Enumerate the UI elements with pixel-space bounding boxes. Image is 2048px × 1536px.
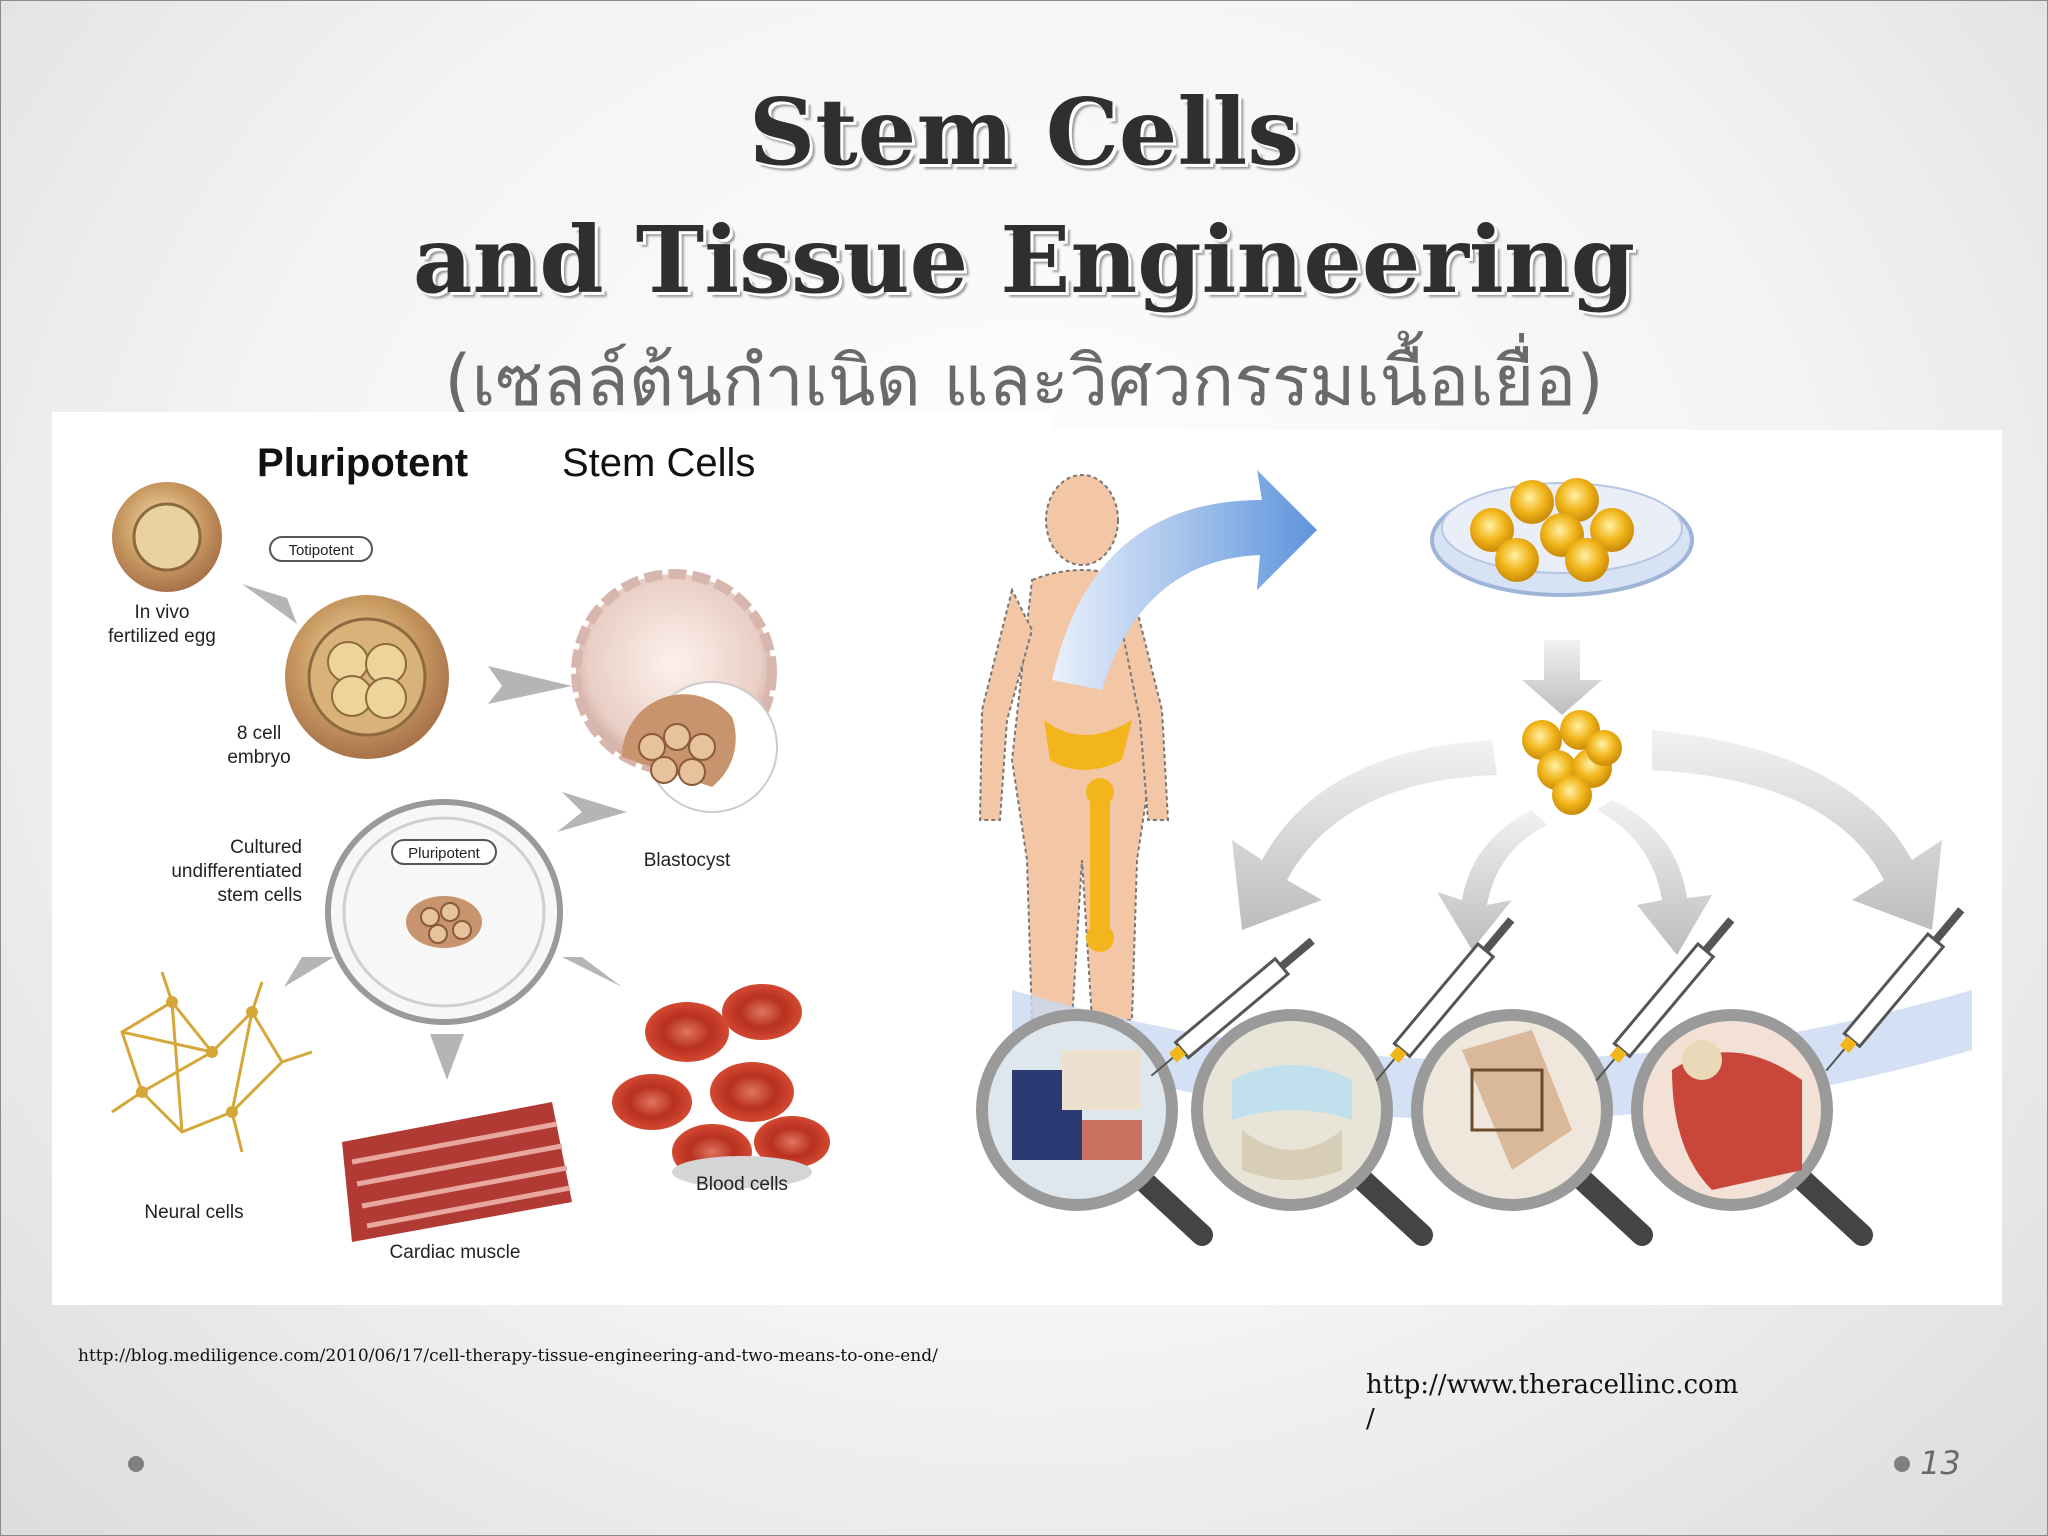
arrow-icon <box>488 666 572 704</box>
cultured-label-1: Cultured <box>230 837 302 858</box>
cardiac-muscle-icon <box>342 1102 572 1242</box>
figure-heading-bold: Pluripotent <box>257 441 468 485</box>
cardiac-muscle-label: Cardiac muscle <box>390 1242 521 1263</box>
branch-arrow-icon <box>1232 740 1497 930</box>
citation-right-line1: http://www.theracellinc.com <box>1366 1370 1739 1400</box>
blood-cells-label: Blood cells <box>696 1174 788 1195</box>
blastocyst-label: Blastocyst <box>644 850 731 871</box>
petri-dish-icon <box>325 799 563 1025</box>
pluripotent-badge <box>391 839 497 865</box>
eight-cell-label-2: embryo <box>227 747 290 768</box>
citation-right-line2: / <box>1366 1404 1375 1434</box>
pluripotent-diagram: Pluripotent Stem Cells Totipotent In viv… <box>108 441 830 1263</box>
blood-cells-icon <box>612 984 830 1188</box>
arrow-icon <box>557 792 627 832</box>
arrow-icon <box>284 957 334 987</box>
branch-arrow-icon <box>1437 810 1547 950</box>
page-number: 13 <box>1920 1444 1961 1482</box>
magnifier-spine-icon <box>976 1009 1213 1246</box>
invivo-label-2: fertilized egg <box>108 626 216 647</box>
invivo-label-1: In vivo <box>135 602 190 623</box>
magnifier-knee-joint-icon <box>1411 1009 1653 1246</box>
bullet-dot-left <box>128 1456 144 1472</box>
figure-heading-rest: Stem Cells <box>562 441 755 485</box>
cultured-label-3: stem cells <box>218 885 302 906</box>
slide-title-line2: and Tissue Engineering <box>412 206 1636 314</box>
tissue-engineering-figure <box>972 430 2002 1305</box>
magnifier-knee-cartilage-icon <box>1191 1009 1433 1246</box>
bullet-dot-right <box>1894 1456 1910 1472</box>
slide-subtitle-thai: (เซลล์ต้นกำเนิด และวิศวกรรมเนื้อเยื่อ) <box>444 340 1604 422</box>
eight-cell-embryo-icon <box>285 595 449 759</box>
blastocyst-icon <box>571 569 778 813</box>
tissue-engineering-illustration <box>976 470 1972 1246</box>
pluripotent-badge-label: Pluripotent <box>408 845 481 862</box>
citation-right: http://www.theracellinc.com / <box>1366 1368 1766 1436</box>
magnifier-shoulder-muscle-icon <box>1631 1009 1873 1246</box>
pluripotent-figure: Pluripotent Stem Cells Totipotent In viv… <box>52 412 1052 1305</box>
arrow-icon <box>562 957 622 987</box>
arrow-icon <box>242 584 297 624</box>
slide-title-line1: Stem Cells <box>748 78 1300 186</box>
neural-nuclei <box>136 996 258 1118</box>
cell-culture-dish-icon <box>1430 478 1694 597</box>
arrow-icon <box>430 1034 464 1080</box>
syringe-icon <box>1150 907 1965 1082</box>
totipotent-badge <box>269 536 373 562</box>
eight-cell-label-1: 8 cell <box>237 723 281 744</box>
cell-cluster-icon <box>1522 710 1622 815</box>
citation-left: http://blog.mediligence.com/2010/06/17/c… <box>78 1346 938 1366</box>
branch-arrow-icon <box>1652 730 1942 930</box>
neural-cells-icon <box>111 971 313 1153</box>
cultured-label-2: undifferentiated <box>171 861 302 882</box>
down-arrow-icon <box>1522 640 1602 715</box>
branch-arrow-icon <box>1597 800 1712 955</box>
neural-cells-label: Neural cells <box>144 1202 243 1223</box>
totipotent-badge-label: Totipotent <box>288 542 354 559</box>
fertilized-egg-icon <box>112 482 222 592</box>
human-body-icon <box>978 474 1170 1021</box>
blue-arrow-icon <box>1052 470 1317 690</box>
